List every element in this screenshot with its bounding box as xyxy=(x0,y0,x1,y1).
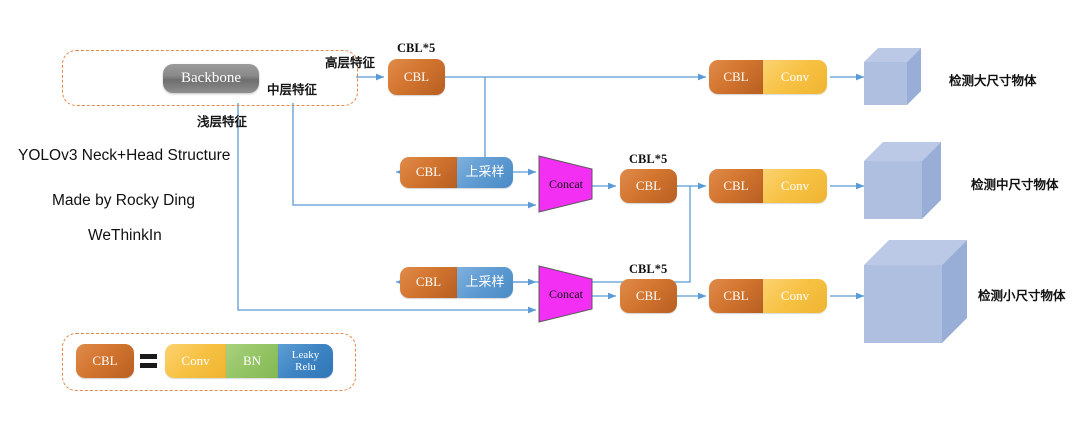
head-conv-row1-label: Conv xyxy=(780,68,810,84)
backbone-group-box xyxy=(62,50,358,106)
cbl5-label-row3: CBL*5 xyxy=(629,262,668,276)
output-cube-medium-object xyxy=(864,142,942,220)
legend-leaky-relu-label-line2: Relu xyxy=(295,361,316,373)
upsample-row3[interactable]: 上采样 xyxy=(457,267,513,298)
diagram-title-line-1: YOLOv3 Neck+Head Structure xyxy=(18,147,231,164)
cbl5-block-row3-label: CBL xyxy=(635,287,662,303)
head-conv-row2[interactable]: Conv xyxy=(763,169,827,203)
concat-row3[interactable]: Concat xyxy=(538,265,594,323)
head-conv-row1[interactable]: Conv xyxy=(763,60,827,94)
legend-cbl-label: CBL xyxy=(92,352,118,368)
head-cbl-row1-label: CBL xyxy=(723,68,749,84)
diagram-title-line-2: Made by Rocky Ding xyxy=(52,192,196,209)
cbl5-block-row1-label: CBL xyxy=(403,68,430,84)
head-cbl-row1[interactable]: CBL xyxy=(709,60,763,94)
output-cube-large-object xyxy=(864,48,922,106)
neck-cbl-row3-label: CBL xyxy=(415,274,442,290)
cbl5-block-row1[interactable]: CBL xyxy=(388,59,445,95)
neck-cbl-row3[interactable]: CBL xyxy=(400,267,457,298)
cbl5-label-row1: CBL*5 xyxy=(397,41,436,55)
legend-bn-label: BN xyxy=(242,352,262,368)
high-level-feature-label: 高层特征 xyxy=(325,55,376,70)
output-label-large-object: 检测大尺寸物体 xyxy=(949,73,1037,88)
output-label-small-object: 检测小尺寸物体 xyxy=(978,288,1066,303)
legend-conv-block[interactable]: Conv xyxy=(165,344,226,378)
head-conv-row3[interactable]: Conv xyxy=(763,279,827,313)
head-cbl-row2[interactable]: CBL xyxy=(709,169,763,203)
upsample-row2-label: 上采样 xyxy=(465,164,505,180)
backbone-label: Backbone xyxy=(181,70,241,86)
mid-level-feature-label: 中层特征 xyxy=(267,82,318,97)
legend-leaky-relu-label-line1: Leaky xyxy=(291,348,320,361)
concat-row2[interactable]: Concat xyxy=(538,155,594,213)
neck-cbl-row2-label: CBL xyxy=(415,164,442,180)
head-conv-row2-label: Conv xyxy=(780,177,810,193)
cbl5-block-row2[interactable]: CBL xyxy=(620,169,677,203)
backbone-block[interactable]: Backbone xyxy=(163,64,259,93)
head-conv-row3-label: Conv xyxy=(780,287,810,303)
diagram-title-line-3: WeThinkIn xyxy=(88,227,162,244)
concat-row3-label: Concat xyxy=(549,286,583,301)
neck-cbl-row2[interactable]: CBL xyxy=(400,157,457,188)
legend-conv-label: Conv xyxy=(181,352,210,368)
legend-bn-block[interactable]: BN xyxy=(226,344,278,378)
output-cube-small-object xyxy=(864,240,968,344)
head-cbl-row3-label: CBL xyxy=(723,287,749,303)
upsample-row2[interactable]: 上采样 xyxy=(457,157,513,188)
concat-row2-label: Concat xyxy=(549,176,583,191)
head-cbl-row3[interactable]: CBL xyxy=(709,279,763,313)
cbl5-block-row3[interactable]: CBL xyxy=(620,279,677,313)
cbl5-block-row2-label: CBL xyxy=(635,177,662,193)
head-cbl-row2-label: CBL xyxy=(723,177,749,193)
legend-box xyxy=(62,333,356,391)
upsample-row3-label: 上采样 xyxy=(465,274,505,290)
legend-leaky-relu-block[interactable]: Leaky Relu xyxy=(278,344,333,378)
legend-cbl-block[interactable]: CBL xyxy=(76,344,134,378)
output-label-medium-object: 检测中尺寸物体 xyxy=(971,177,1059,192)
shallow-feature-label: 浅层特征 xyxy=(197,114,248,129)
equals-icon xyxy=(140,353,157,369)
cbl5-label-row2: CBL*5 xyxy=(629,152,668,166)
